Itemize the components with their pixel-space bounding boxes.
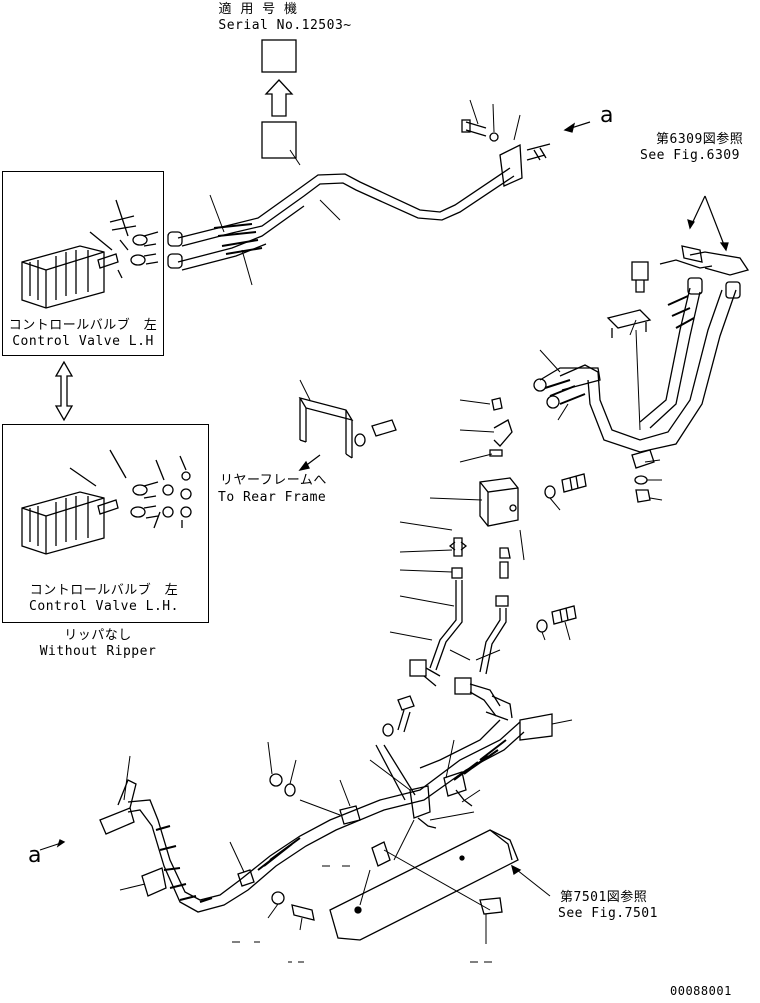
fig6309-ref-en: See Fig.6309 xyxy=(640,148,740,163)
inset-control-valve-top xyxy=(2,171,164,356)
inset-bottom-name-jp: コントロールバルブ 左 xyxy=(29,583,179,598)
frame-tube xyxy=(329,829,519,941)
without-ripper-en: Without Ripper xyxy=(39,644,157,659)
right-hoses xyxy=(533,245,750,503)
inset-top-name-jp: コントロールバルブ 左 xyxy=(8,318,158,333)
inset-top-valve xyxy=(21,199,159,309)
fig6309-ref-jp: 第6309図参照 xyxy=(656,132,744,147)
serial-number-label: Serial No.12503~ xyxy=(218,18,352,33)
applicable-serial-label-jp: 適 用 号 機 xyxy=(218,2,298,17)
inset-double-arrow xyxy=(54,360,74,422)
serial-box-old xyxy=(261,121,297,159)
without-ripper-jp: リッパなし xyxy=(64,628,132,643)
fig7501-ref-jp: 第7501図参照 xyxy=(560,890,648,905)
serial-box-new xyxy=(261,39,297,73)
drawing-number: 00088001 xyxy=(670,984,732,998)
rear-frame-ref-en: To Rear Frame xyxy=(218,490,327,505)
valve-block xyxy=(409,397,587,741)
rear-frame-ref-jp: リヤーフレームへ xyxy=(220,473,327,488)
callout-a-bottom: a xyxy=(28,843,42,868)
inset-control-valve-bottom xyxy=(2,424,209,623)
top-pipe xyxy=(167,119,551,271)
inset-top-name-en: Control Valve L.H xyxy=(12,334,154,349)
inset-bottom-name-en: Control Valve L.H. xyxy=(29,599,179,614)
upgrade-arrow xyxy=(264,79,294,117)
inset-bottom-valve xyxy=(21,449,192,555)
bottom-pipe xyxy=(99,695,525,921)
fig7501-ref-en: See Fig.7501 xyxy=(558,906,658,921)
callout-a-top: a xyxy=(600,103,614,128)
rear-frame-bracket xyxy=(298,379,397,472)
